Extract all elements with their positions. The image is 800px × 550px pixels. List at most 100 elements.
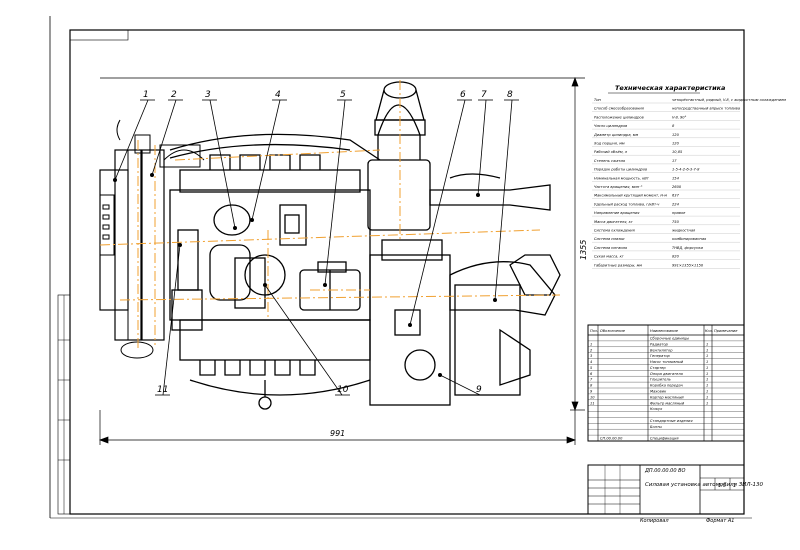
callout-11: 11: [157, 385, 168, 395]
spec-row: Система питания ТНВД, форсунки: [592, 246, 740, 252]
spec-row: Максимальный крутящий момент, Н·м 637: [592, 194, 740, 199]
callout-3: 3: [205, 90, 211, 100]
spec-row-label: Способ смесеобразования: [594, 107, 645, 111]
spec-row-value: 1-5-4-2-6-3-7-8: [672, 168, 700, 172]
parts-header-cell: Обозначение: [600, 329, 626, 333]
spec-row-label: Система охлаждения: [594, 229, 636, 233]
spec-row-value: 637: [672, 194, 680, 198]
spec-row: Система охлаждения жидкостная: [592, 229, 740, 234]
spec-rows: Тип четырёхтактный, рядный, V-8, с жидкос…: [592, 98, 786, 269]
callout-labels: 1 2 3 4 5 6 7 8 9 10 11: [143, 90, 513, 395]
callout-2: 2: [171, 90, 177, 100]
spec-row-label: Номинальная мощность, кВт: [594, 176, 650, 180]
spec-row-value: 120: [672, 142, 680, 146]
spec-row-value: 154: [672, 176, 680, 180]
parts-cell-qty: 1: [706, 348, 708, 352]
spec-row-value: 224: [672, 202, 680, 206]
spec-row-label: Число цилиндров: [594, 124, 627, 128]
title-block-name: Силовая установка автомобиля ЗИЛ-130: [645, 482, 763, 488]
title-block-format: Формат А1: [706, 518, 734, 524]
parts-row: Кожух: [588, 407, 744, 412]
radiator: [99, 119, 151, 341]
title-block-text: ДП.00.00.00 ВО Силовая установка автомоб…: [640, 468, 763, 524]
spec-row-value: комбинированная: [672, 237, 707, 241]
parts-row: 1 Радиатор 1: [588, 342, 744, 347]
title-block-doc-type: Копировал: [640, 518, 669, 524]
callout-9: 9: [476, 385, 482, 395]
spec-row-value: ТНВД, форсунки: [672, 246, 704, 250]
parts-cell-qty: 1: [706, 342, 708, 346]
spec-row-label: Максимальный крутящий момент, Н·м: [594, 194, 667, 198]
parts-cell-pos: 7: [590, 378, 593, 382]
parts-cell-pos: 5: [590, 366, 593, 370]
parts-header-cell: Примечание: [714, 329, 738, 333]
parts-cell-name: Генератор: [650, 354, 671, 358]
spec-row-label: Сухая масса, кг: [594, 255, 624, 259]
callout-7: 7: [481, 90, 487, 100]
spec-row: Ход поршня, мм 120: [592, 142, 740, 147]
parts-row: Сборочные единицы: [588, 336, 744, 342]
spec-row: Степень сжатия 17: [592, 159, 740, 165]
spec-row-label: Система питания: [594, 246, 628, 250]
callout-10: 10: [337, 385, 349, 395]
title-block-scale: 1:5: [718, 483, 726, 489]
parts-cell-name: Насос топливный: [650, 360, 684, 364]
parts-cell-qty: 1: [706, 372, 708, 376]
parts-cell-qty: 1: [706, 401, 708, 405]
parts-cell-pos: 3: [590, 354, 593, 358]
parts-header-cell: Кол.: [705, 329, 713, 333]
parts-cell-qty: 1: [706, 384, 708, 388]
callout-leaders: [114, 99, 519, 396]
spec-row-value: жидкостная: [671, 229, 696, 233]
spec-row: Габаритные размеры, мм 991×1355×1150: [592, 263, 740, 269]
spec-row: Система смазки комбинированная: [592, 237, 740, 243]
engine-block: [169, 81, 561, 410]
title-block-sheet: 1: [733, 483, 736, 489]
spec-row-value: 991×1355×1150: [672, 263, 704, 267]
spec-row-label: Система смазки: [594, 237, 625, 241]
spec-row-value: 17: [672, 159, 677, 163]
parts-cell-qty: 1: [706, 360, 708, 364]
spec-row-label: Степень сжатия: [594, 159, 626, 163]
spec-row-label: Рабочий объём, л: [594, 150, 628, 154]
parts-cell-name: Коробка передач: [650, 384, 683, 388]
spec-row-value: 820: [672, 255, 680, 259]
spec-row-label: Расположение цилиндров: [594, 115, 644, 119]
spec-row: Тип четырёхтактный, рядный, V-8, с жидкос…: [592, 98, 786, 104]
parts-cell-name: Стартер: [650, 366, 666, 370]
spec-row: Номинальная мощность, кВт 154: [592, 176, 740, 182]
parts-cell-name: Фильтр масляный: [650, 401, 685, 405]
spec-row-label: Масса двигателя, кг: [594, 220, 633, 224]
parts-cell-pos: 1: [590, 342, 592, 346]
spec-row-value: четырёхтактный, рядный, V-8, с жидкостны…: [672, 98, 786, 102]
spec-row-value: 750: [672, 220, 680, 224]
spec-row-value: правое: [672, 211, 686, 215]
title-block: [587, 464, 745, 515]
parts-cell-name: Радиатор: [650, 342, 669, 346]
parts-header-cell: Наименование: [650, 329, 679, 333]
spec-row: Масса двигателя, кг 750: [592, 220, 740, 225]
spec-block: Техническая характеристика Тип четырёхтак…: [592, 84, 786, 269]
spec-row-label: Удельный расход топлива, г/кВт·ч: [594, 202, 659, 206]
spec-row-label: Тип: [594, 98, 602, 102]
spec-row-label: Габаритные размеры, мм: [594, 263, 642, 267]
dimension-width: 991: [330, 429, 345, 438]
spec-row-label: Ход поршня, мм: [593, 142, 625, 146]
spec-title: Техническая характеристика: [615, 84, 725, 92]
